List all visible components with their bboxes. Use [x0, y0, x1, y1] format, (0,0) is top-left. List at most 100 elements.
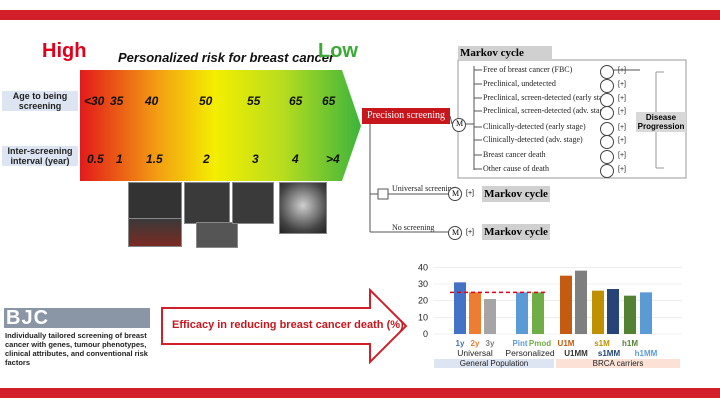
bar — [607, 289, 619, 334]
universal-node-label: M — [452, 189, 460, 198]
interval-value: 3 — [252, 152, 259, 166]
super-group-label: BRCA carriers — [593, 359, 644, 368]
disease-progression-label: Disease Progression — [636, 112, 686, 132]
group-label: Universal — [457, 348, 493, 358]
age-value: <30 — [84, 94, 105, 108]
state-node — [600, 93, 614, 107]
risk-title: Personalized risk for breast cancer — [118, 50, 335, 65]
markov-node-label: M — [456, 119, 464, 128]
expand-icon[interactable]: [+] — [618, 137, 626, 144]
bar — [592, 290, 604, 334]
bar — [469, 292, 481, 334]
category-label: Pint — [512, 339, 527, 348]
state-node — [600, 106, 614, 120]
universal-screening-label: Universal screening — [392, 184, 456, 193]
no-screening-expand-icon[interactable]: [+] — [466, 229, 474, 236]
no-screening-markov-node — [448, 226, 462, 240]
no-screening-markov-cycle: Markov cycle — [482, 224, 550, 240]
category-label: U1MM — [564, 349, 588, 358]
expand-icon[interactable]: [+] — [618, 67, 626, 74]
expand-icon[interactable]: [+] — [618, 81, 626, 88]
state-node — [600, 164, 614, 178]
category-label: s1MM — [598, 349, 621, 358]
super-group-band — [434, 359, 554, 368]
no-screening-node-label: M — [452, 228, 460, 237]
mammogram-image — [279, 182, 327, 234]
interval-value: 2 — [203, 152, 210, 166]
super-group-band — [556, 359, 680, 368]
ultrasound-image — [196, 222, 238, 248]
state-node — [600, 150, 614, 164]
group-label: Personalized — [505, 348, 554, 358]
category-label: h1MM — [635, 349, 658, 358]
bar — [624, 295, 636, 334]
bar — [484, 299, 496, 334]
interval-value: 1.5 — [146, 152, 163, 166]
markov-state: Clinically-detected (early stage) — [483, 122, 586, 131]
top-red-bar — [0, 10, 720, 20]
markov-state: Preclinical, screen-detected (adv. stage… — [483, 106, 610, 115]
mri-axial-image — [232, 182, 274, 224]
category-label: U1M — [558, 339, 575, 348]
bottom-red-bar — [0, 388, 720, 398]
interval-row-label: Inter-screening interval (year) — [2, 146, 78, 166]
interval-value: 1 — [116, 152, 123, 166]
category-label: 2y — [471, 339, 480, 348]
mri-image-overlay — [128, 218, 182, 247]
state-node — [600, 122, 614, 136]
markov-cycle-title: Markov cycle — [458, 46, 552, 60]
mri-image — [128, 182, 182, 222]
expand-icon[interactable]: [+] — [618, 108, 626, 115]
category-label: s1M — [594, 339, 610, 348]
markov-state: Preclinical, screen-detected (early stag… — [483, 93, 613, 102]
age-value: 35 — [110, 94, 124, 108]
super-group-label: General Population — [460, 359, 529, 368]
y-tick-label: 10 — [418, 312, 428, 322]
state-node — [600, 135, 614, 149]
universal-markov-cycle: Markov cycle — [482, 186, 550, 202]
bar — [532, 292, 544, 334]
state-node — [600, 65, 614, 79]
category-label: h1M — [622, 339, 638, 348]
paper-header — [4, 308, 150, 328]
paper-title: Individually tailored screening of breas… — [5, 331, 148, 367]
category-label: Pmod — [529, 339, 551, 348]
risk-gradient-arrow — [80, 70, 361, 181]
age-value: 50 — [199, 94, 213, 108]
bar — [575, 270, 587, 334]
markov-node — [452, 118, 466, 132]
bar — [454, 282, 466, 334]
precision-screening-label: Precision screening — [362, 108, 450, 124]
markov-state: Preclinical, undetected — [483, 79, 556, 88]
universal-expand-icon[interactable]: [+] — [466, 190, 474, 197]
category-label: 3y — [486, 339, 495, 348]
low-label: Low — [318, 40, 358, 62]
y-tick-label: 40 — [418, 262, 428, 272]
interval-value: 4 — [292, 152, 299, 166]
high-label: High — [42, 40, 87, 62]
bar — [516, 292, 528, 334]
interval-value: 0.5 — [87, 152, 104, 166]
expand-icon[interactable]: [+] — [618, 152, 626, 159]
y-tick-label: 0 — [423, 329, 428, 339]
efficacy-label: Efficacy in reducing breast cancer death… — [172, 319, 404, 331]
markov-state: Free of breast cancer (FBC) — [483, 65, 573, 74]
expand-icon[interactable]: [+] — [618, 166, 626, 173]
age-value: 40 — [145, 94, 159, 108]
markov-state: Other cause of death — [483, 164, 549, 173]
expand-icon[interactable]: [+] — [618, 95, 626, 102]
age-value: 65 — [289, 94, 303, 108]
no-screening-label: No screening — [392, 223, 435, 232]
markov-state: Clinically-detected (adv. stage) — [483, 135, 583, 144]
efficacy-arrow — [161, 288, 408, 364]
interval-value: >4 — [326, 152, 340, 166]
y-tick-label: 20 — [418, 296, 428, 306]
journal-logo: BJC — [6, 307, 50, 329]
bar — [640, 292, 652, 334]
category-label: 1y — [456, 339, 465, 348]
expand-icon[interactable]: [+] — [618, 124, 626, 131]
age-value: 55 — [247, 94, 261, 108]
